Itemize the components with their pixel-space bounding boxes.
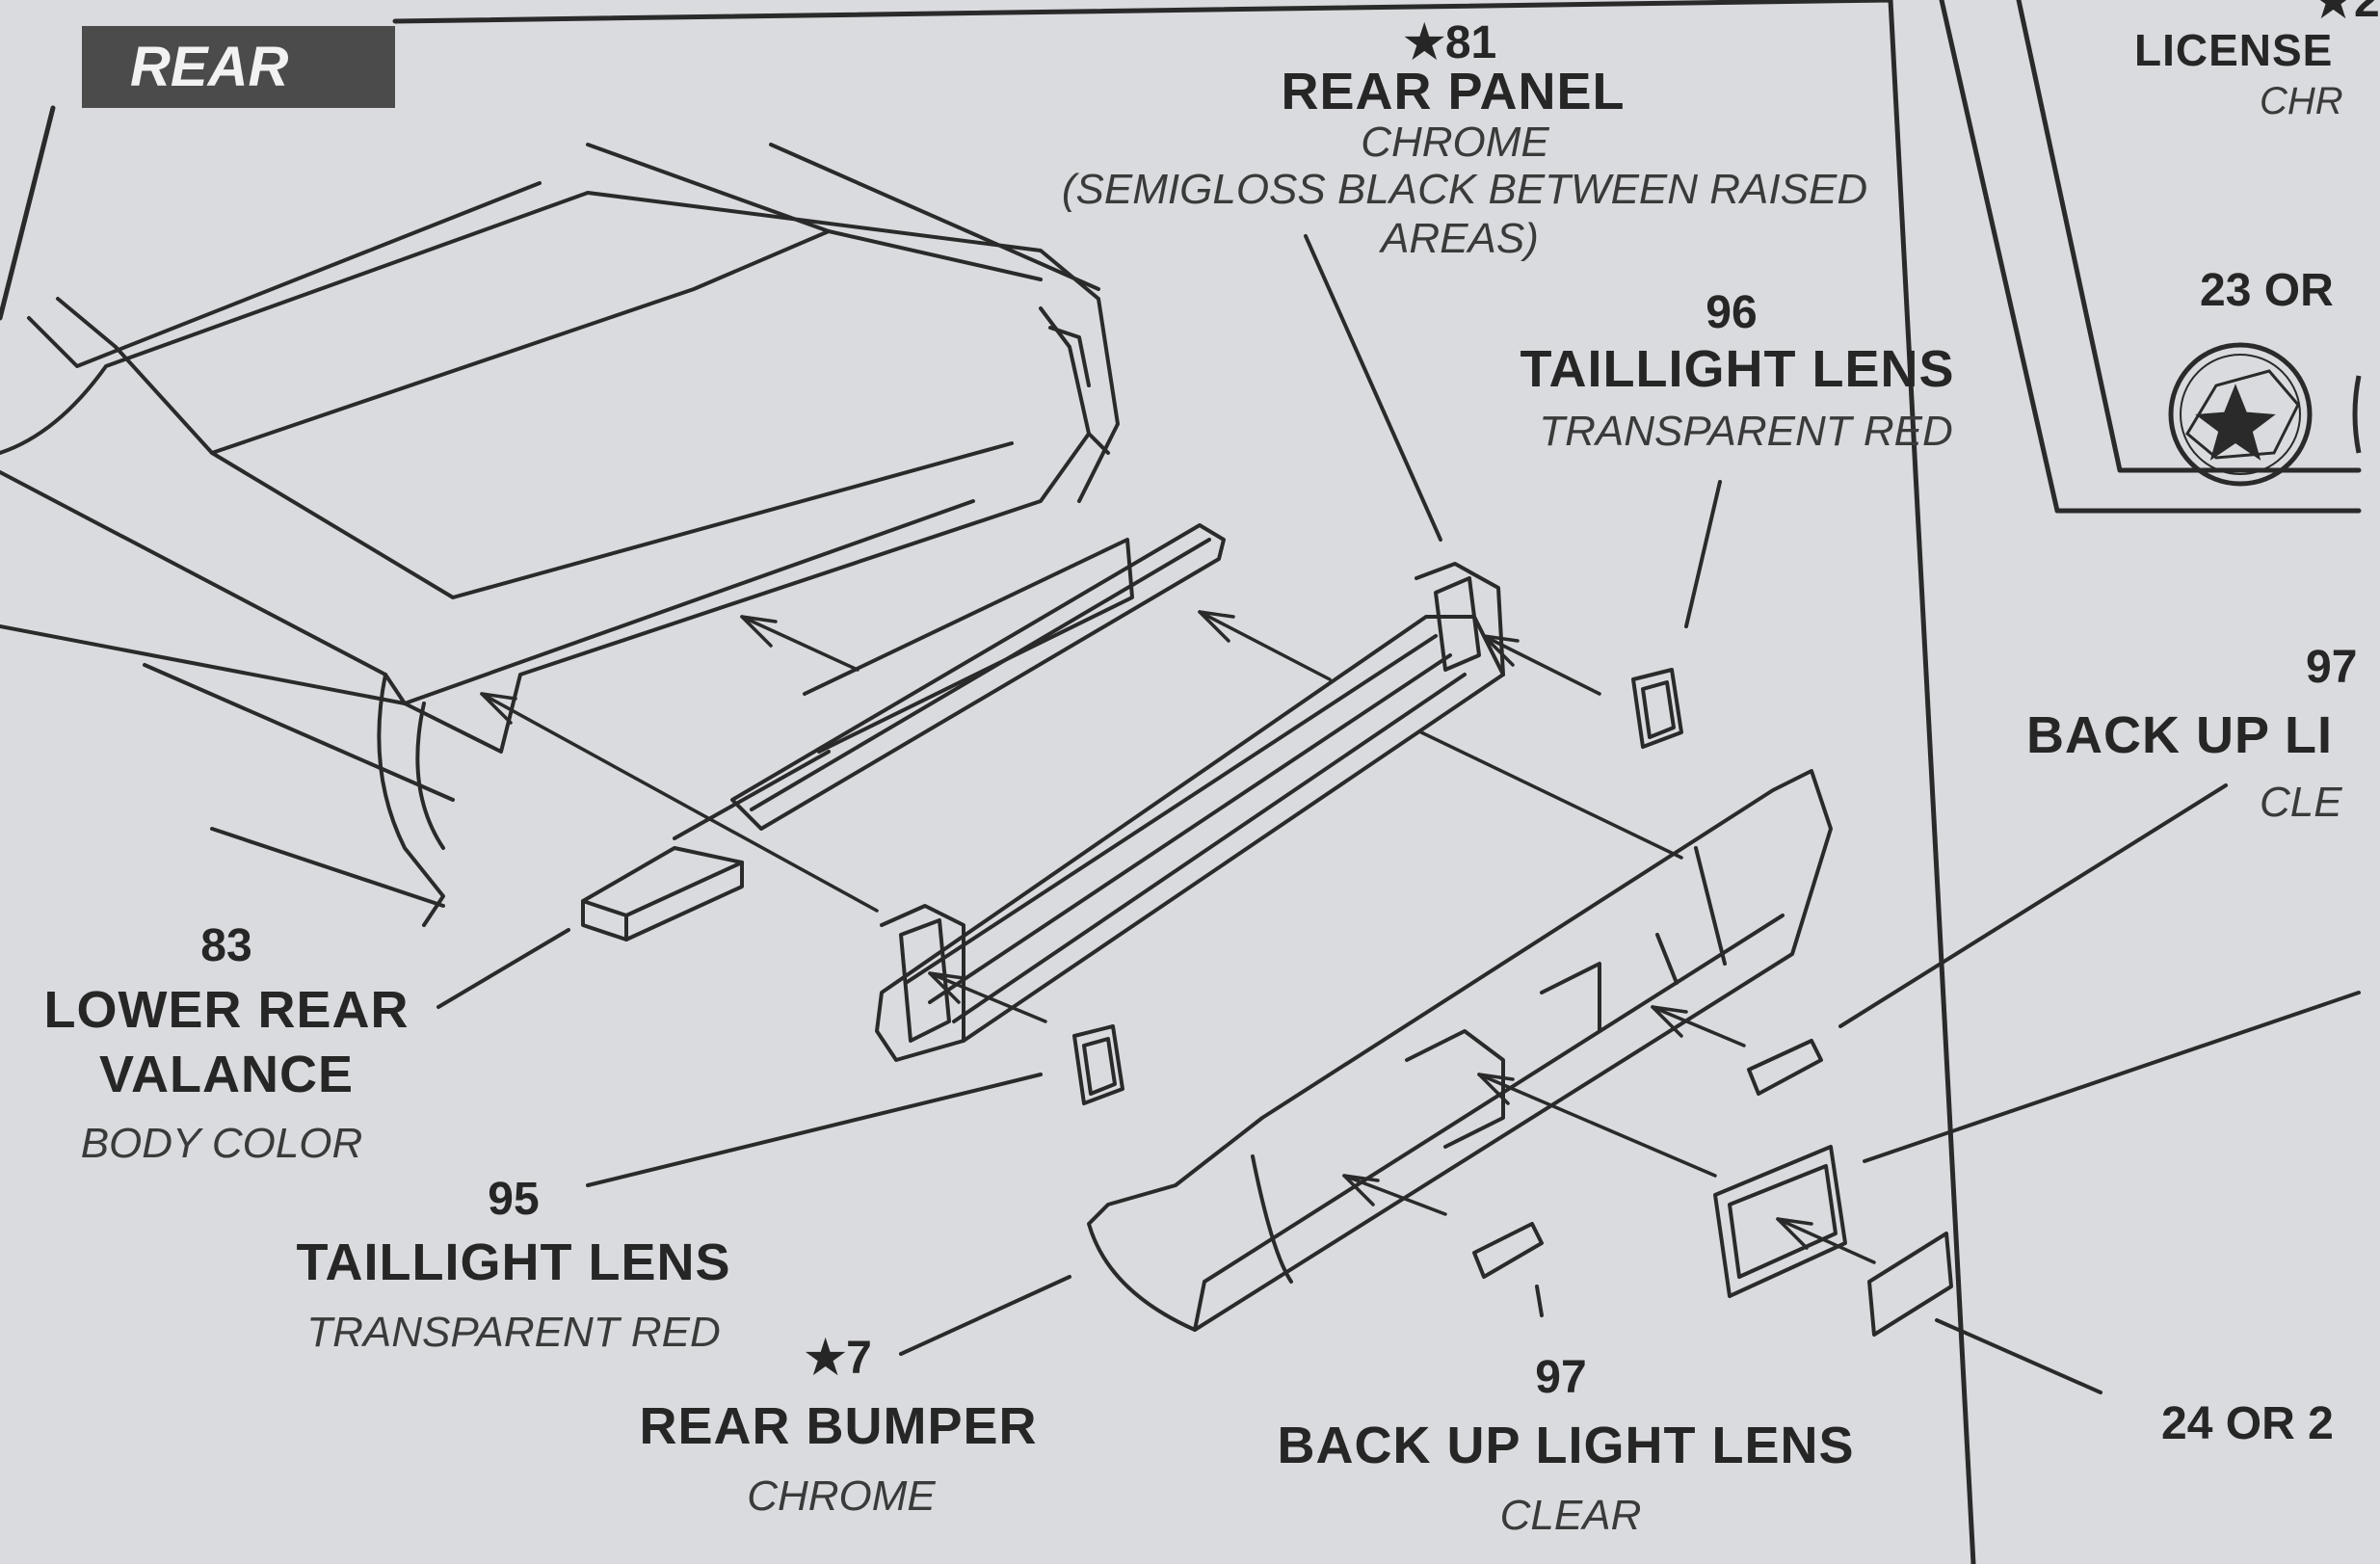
part-97-number: 97 (1535, 1352, 1587, 1403)
section-title: REAR (130, 36, 289, 98)
part-97-finish: CLEAR (1499, 1492, 1642, 1539)
license-number: ★2 (2313, 0, 2380, 27)
part-96-name: TAILLIGHT LENS (1520, 340, 1955, 398)
taillight-lens-96 (1631, 668, 1683, 749)
part-83-name: LOWER REAR (43, 981, 410, 1039)
part-81-note: (SEMIGLOSS BLACK BETWEEN RAISED (1061, 166, 1868, 213)
part-81-finish: CHROME (1361, 119, 1549, 166)
assembly-arrows (480, 610, 1876, 1264)
section-frame (392, 0, 1976, 1564)
part-81-note-2: AREAS) (1381, 215, 1539, 262)
part-97-right-number: 97 (2306, 642, 2358, 693)
license-plate-frame (1713, 1145, 1847, 1298)
license-name: LICENSE (2134, 25, 2334, 75)
part-95-name: TAILLIGHT LENS (296, 1233, 731, 1291)
lower-rear-valance (581, 846, 744, 941)
part-96-number: 96 (1706, 287, 1758, 338)
part-83-name-2: VALANCE (98, 1046, 355, 1103)
rear-bumper (1087, 769, 1833, 1332)
rear-panel (875, 562, 1505, 1062)
section-frame-left (0, 105, 56, 321)
license-finish: CHR (2260, 80, 2343, 122)
license-plate (1867, 1232, 1953, 1337)
decal-medallion-icon (2168, 342, 2362, 487)
backup-light-lens-right (1747, 1039, 1823, 1096)
part-95-finish: TRANSPARENT RED (306, 1309, 721, 1356)
part-81-name: REAR PANEL (1281, 63, 1626, 120)
part-97-right-name: BACK UP LI (2026, 706, 2334, 764)
part-83-finish: BODY COLOR (80, 1120, 363, 1167)
leader-lines (436, 234, 2361, 1394)
part-7-name: REAR BUMPER (639, 1397, 1038, 1455)
part-81-number: ★81 (1403, 17, 1497, 68)
part-97-name: BACK UP LIGHT LENS (1277, 1417, 1855, 1474)
section-badge: REAR (82, 26, 395, 108)
decal-option-24: 24 OR 2 (2161, 1398, 2334, 1449)
part-96-finish: TRANSPARENT RED (1539, 408, 1953, 455)
part-7-finish: CHROME (747, 1472, 936, 1520)
part-95-number: 95 (488, 1174, 540, 1225)
rear-panel-strip (673, 523, 1226, 840)
car-body-rear (0, 143, 1120, 927)
backup-light-lens-center (1472, 1222, 1544, 1279)
part-7-number: ★7 (805, 1333, 872, 1384)
part-97-right-finish: CLE (2260, 779, 2342, 826)
part-83-number: 83 (200, 920, 252, 971)
decal-option-23: 23 OR (2200, 265, 2334, 316)
taillight-lens-95 (1072, 1024, 1124, 1105)
